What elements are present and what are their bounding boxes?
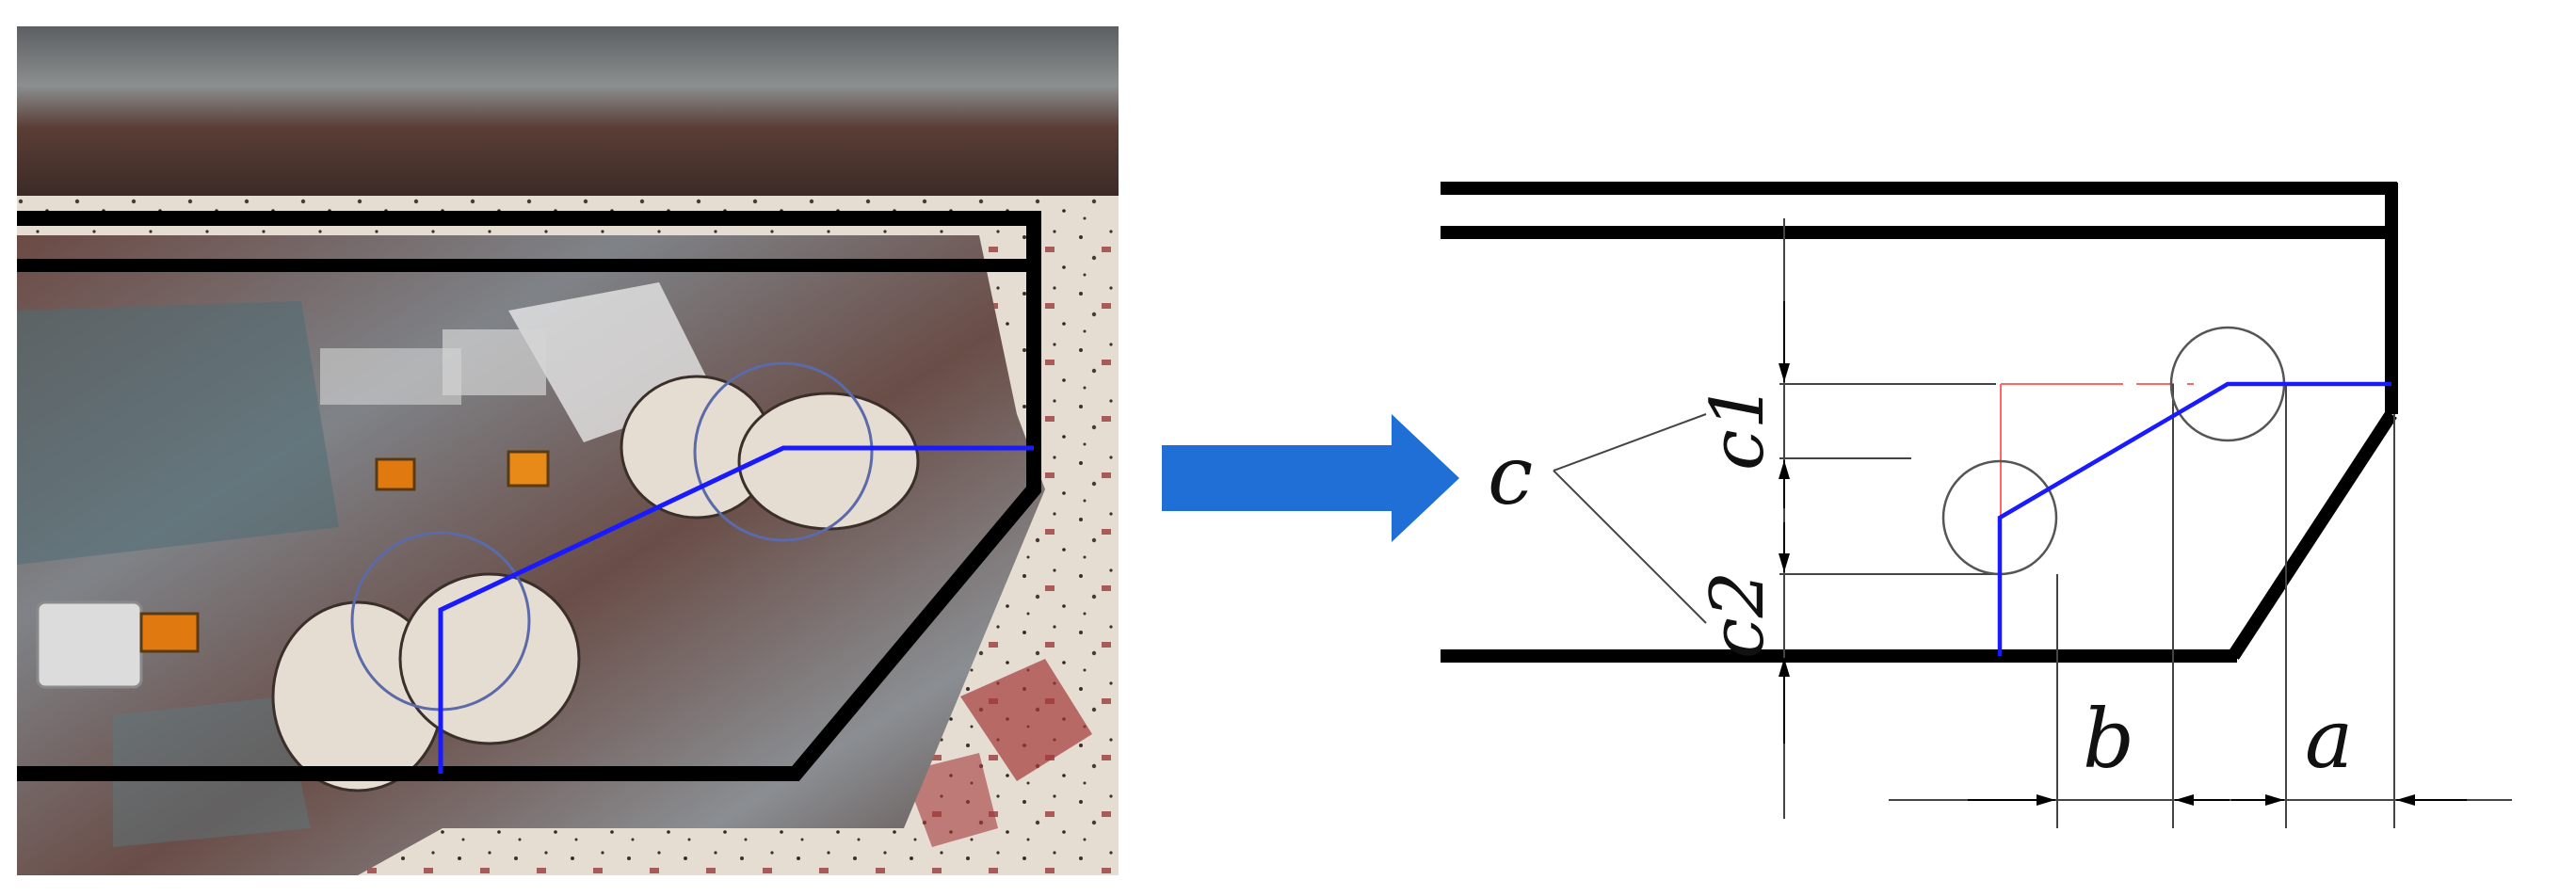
floor-red-patch [960,659,1092,781]
cut-line [1997,381,2391,656]
floor-red-patch [904,753,998,847]
hole-circle [693,361,874,542]
leader-c1 [1553,413,1707,472]
strain-gauge [139,612,200,653]
cut-line [438,445,1034,774]
steel-rail [17,26,1119,196]
gauge-terminal [36,600,143,689]
outline-chamfer [2228,410,2397,660]
gauge-patch [320,348,461,405]
transform-arrow [1162,414,1459,542]
strain-gauge [507,450,550,488]
drilled-cutout [737,392,920,531]
drilled-cutout [398,572,581,745]
section-outline [17,211,1041,781]
label-b: b [2083,693,2134,787]
label-c2: c2 [1696,571,1780,659]
strain-gauge [375,457,416,491]
schematic-panel: c c1 c2 b a [1441,182,2512,828]
label-c: c [1488,429,1533,523]
leader-c2 [1553,470,1707,624]
patina-area [17,301,339,565]
gauge-patch [443,329,546,395]
photo-panel [17,26,1119,875]
label-a: a [2305,693,2353,787]
label-c1: c1 [1696,383,1780,471]
